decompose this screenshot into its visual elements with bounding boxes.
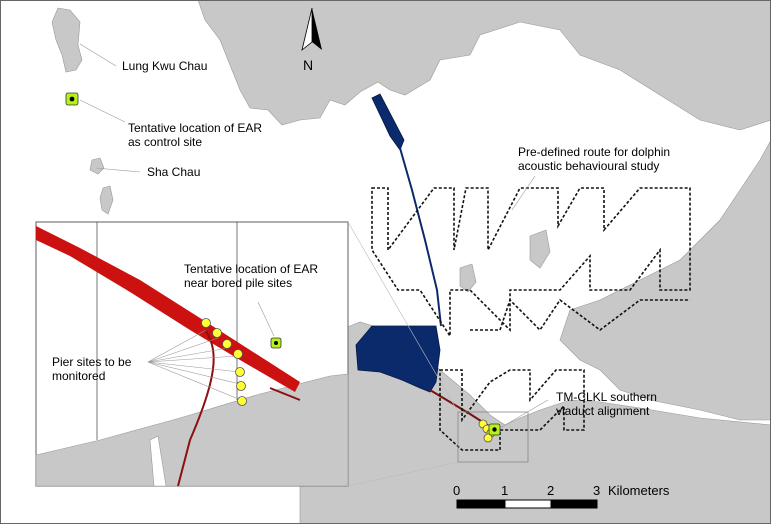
label-ear-control-2: as control site bbox=[128, 135, 203, 149]
scale-tick-2: 2 bbox=[547, 483, 555, 498]
reclamation bbox=[355, 93, 441, 393]
label-route-1: Pre-defined route for dolphin bbox=[518, 145, 671, 159]
scale-tick-3: 3 bbox=[593, 483, 601, 498]
bridge-line bbox=[399, 147, 442, 327]
label-leaders bbox=[79, 43, 549, 429]
north-arrow bbox=[301, 7, 322, 52]
label-viaduct-1: TM-CLKL southern bbox=[556, 390, 657, 404]
label-pier-2: monitored bbox=[52, 369, 106, 383]
dolphin-route-lower bbox=[470, 298, 690, 332]
label-ear-bored-1: Tentative location of EAR bbox=[184, 262, 319, 276]
sha-chau-island bbox=[89, 157, 105, 175]
scale-bar bbox=[456, 499, 598, 509]
scale-tick-1: 1 bbox=[501, 483, 509, 498]
label-ear-control-1: Tentative location of EAR bbox=[128, 121, 263, 135]
label-viaduct-2: viaduct alignment bbox=[556, 404, 650, 418]
label-route-2: acoustic behavioural study bbox=[518, 159, 660, 173]
label-sha-chau: Sha Chau bbox=[147, 165, 201, 179]
dolphin-route bbox=[371, 187, 691, 451]
scale-unit: Kilometers bbox=[608, 483, 670, 498]
label-pier-1: Pier sites to be bbox=[52, 355, 132, 369]
scale-tick-0: 0 bbox=[453, 483, 461, 498]
inset-panel bbox=[35, 221, 349, 487]
north-label: N bbox=[303, 57, 314, 73]
inset-alignment bbox=[36, 226, 300, 392]
pier-sites bbox=[201, 318, 247, 406]
inset-indicator bbox=[457, 411, 529, 463]
label-ear-bored-2: near bored pile sites bbox=[184, 276, 293, 290]
label-lung-kwu-chau: Lung Kwu Chau bbox=[122, 59, 208, 73]
lung-kwu-chau-island bbox=[51, 7, 83, 73]
pier-leaders bbox=[147, 329, 242, 401]
